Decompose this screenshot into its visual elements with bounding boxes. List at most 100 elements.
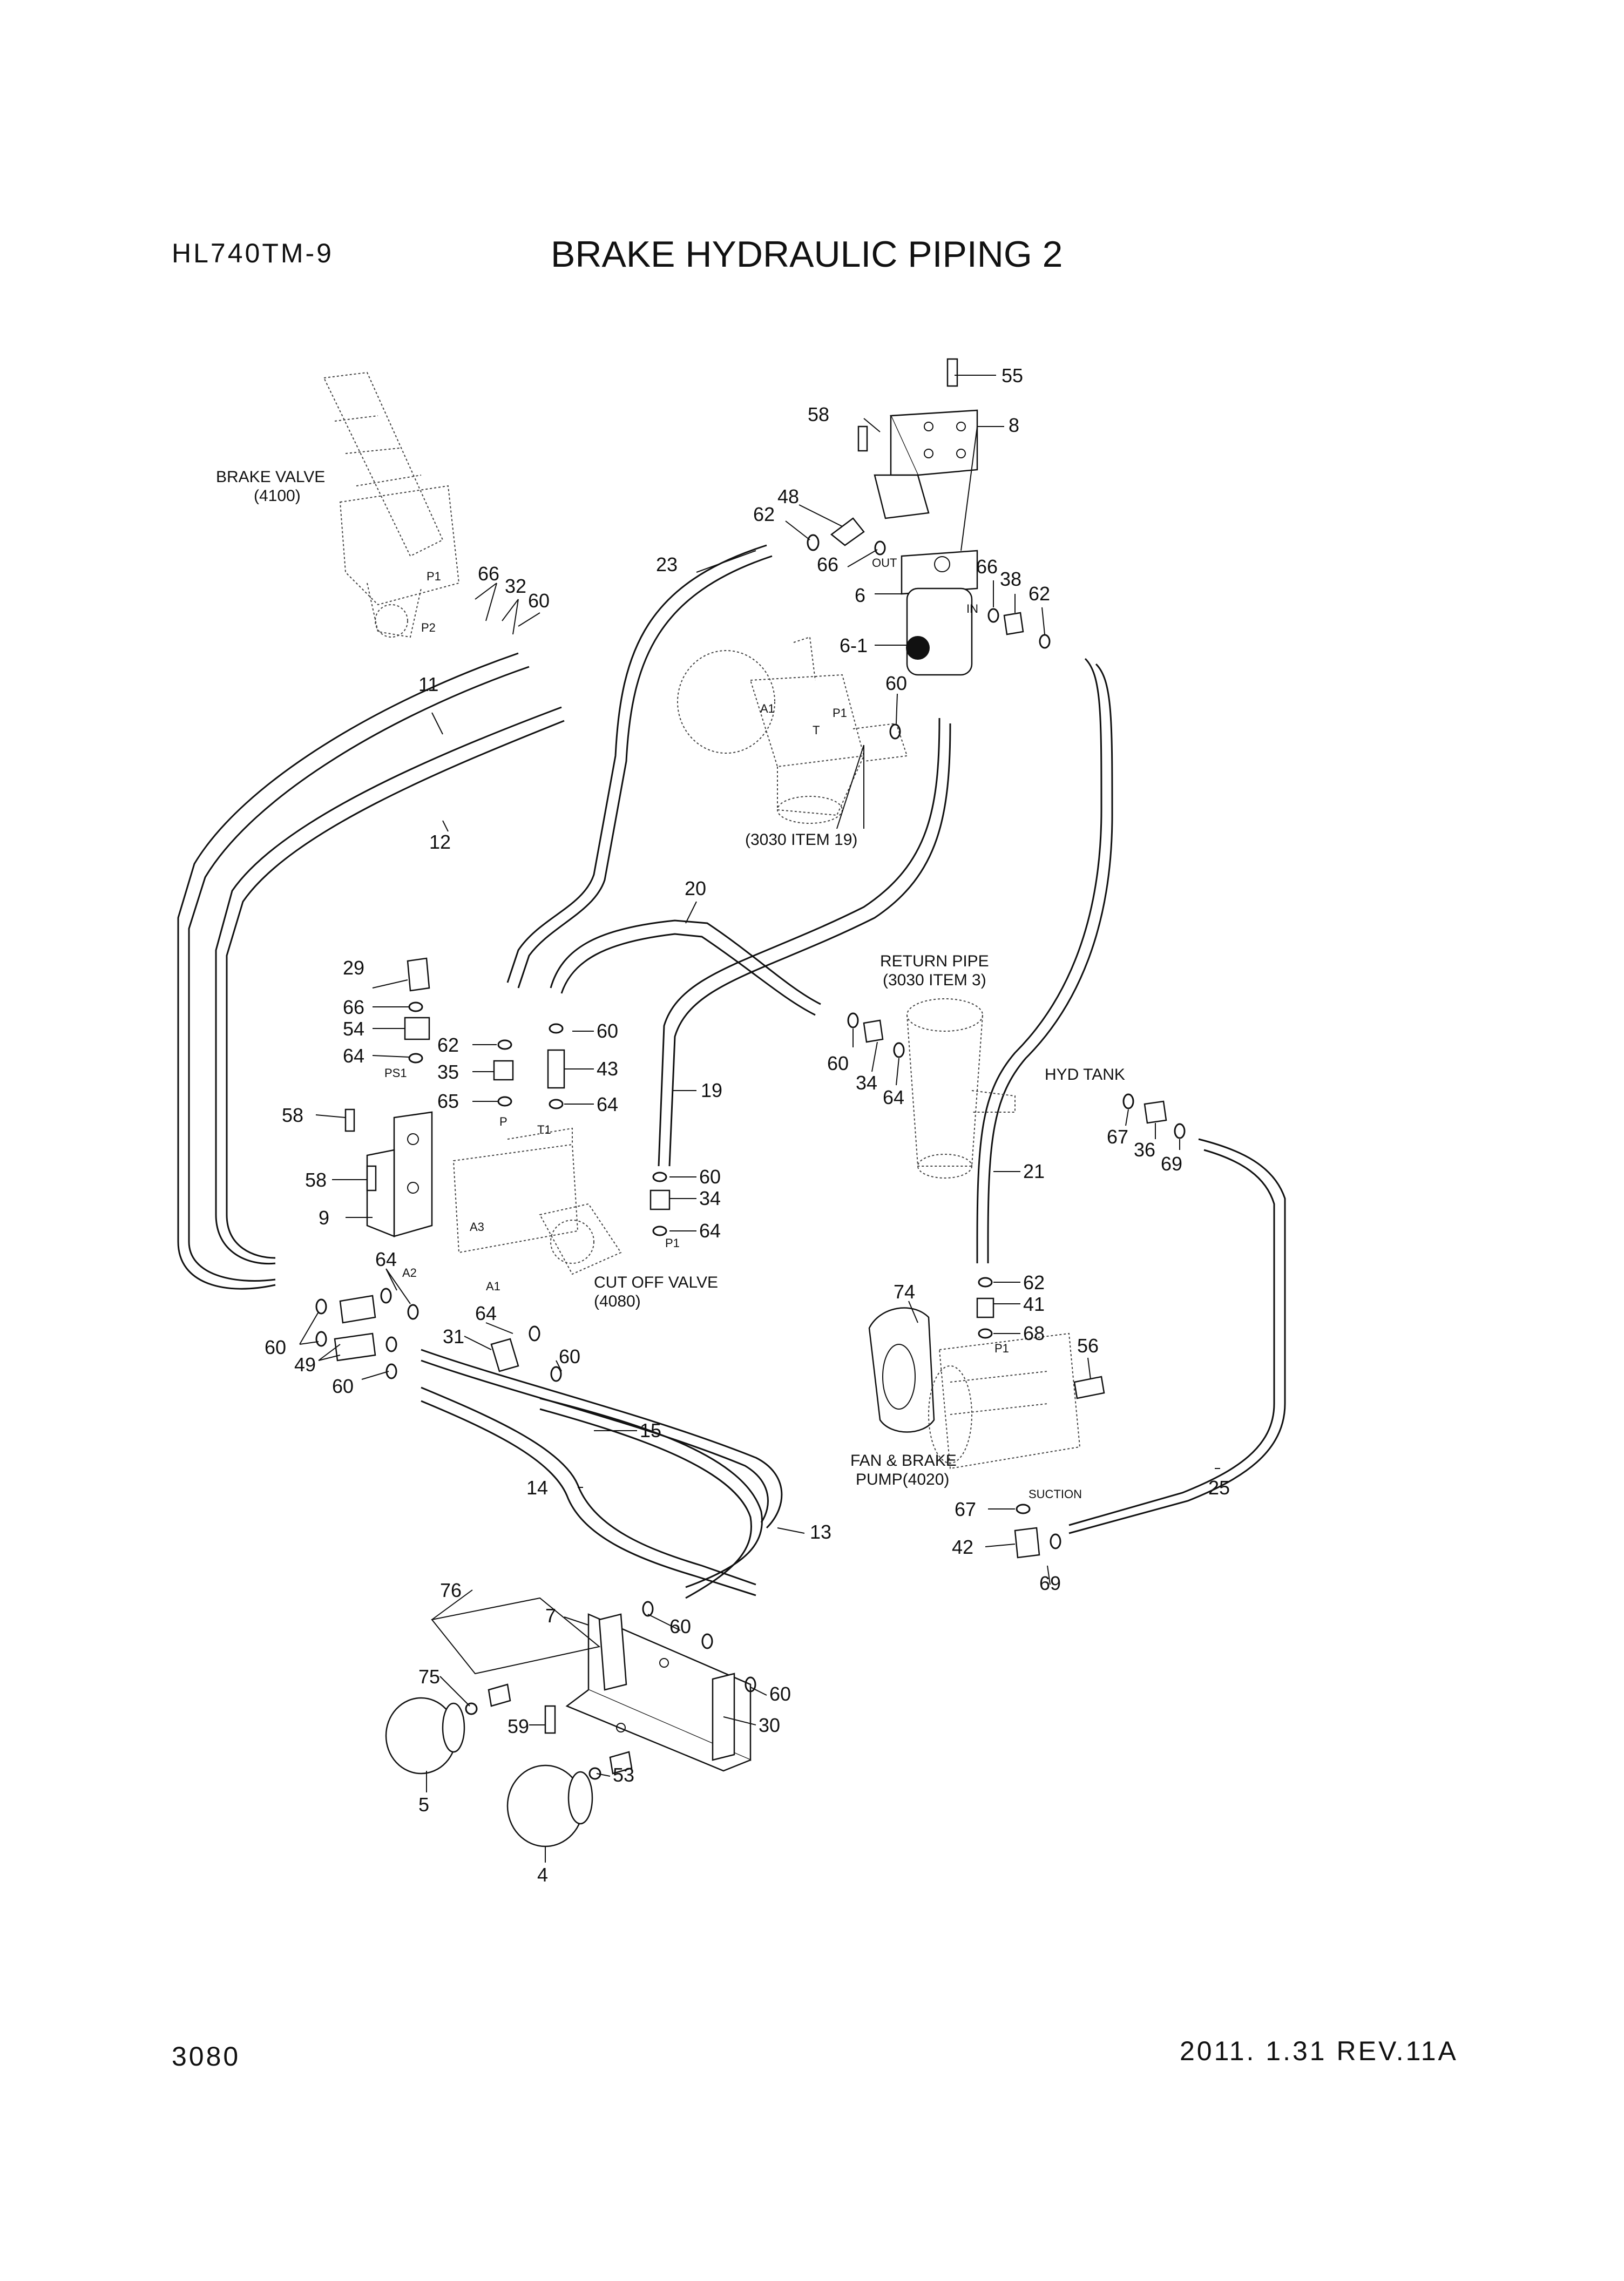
callout-66: 66 xyxy=(343,996,364,1018)
oring-60-mid xyxy=(549,1023,564,1034)
callout-56: 56 xyxy=(1077,1335,1099,1357)
port-a2: A2 xyxy=(402,1266,417,1280)
callout-62: 62 xyxy=(437,1034,459,1056)
callout-59: 59 xyxy=(508,1715,529,1737)
callout-numbers: 55 58 8 48 62 66 6 6-1 66 38 62 66 32 60… xyxy=(265,364,1230,1886)
callout-4: 4 xyxy=(537,1864,548,1886)
accumulator-5 xyxy=(385,1697,465,1775)
port-in: IN xyxy=(966,602,978,615)
oring-65 xyxy=(497,1096,512,1107)
washer-53 xyxy=(588,1767,601,1780)
connector-41 xyxy=(976,1297,994,1318)
port-p1-pump: P1 xyxy=(994,1342,1009,1355)
oring-60-item19 xyxy=(889,723,901,740)
hose-13 xyxy=(421,1349,783,1529)
callout-60: 60 xyxy=(827,1052,849,1074)
callout-69: 69 xyxy=(1039,1572,1061,1594)
callout-64: 64 xyxy=(475,1302,497,1324)
bolt-58-upper xyxy=(344,1108,355,1132)
oring-64-a2b xyxy=(407,1304,419,1320)
callout-58: 58 xyxy=(808,403,829,425)
brake-valve-label: BRAKE VALVE xyxy=(216,468,325,486)
connector-75 xyxy=(488,1683,511,1707)
return-pipe xyxy=(906,998,1016,1179)
oring-68 xyxy=(978,1328,993,1339)
accumulator-4 xyxy=(506,1764,593,1847)
port-p1-item19: P1 xyxy=(833,706,847,720)
oring-66-stack xyxy=(408,1001,423,1012)
oring-62-top xyxy=(807,534,820,551)
accumulator-bracket-7 xyxy=(565,1613,752,1772)
port-p1-cutoff: P1 xyxy=(665,1236,680,1250)
callout-64: 64 xyxy=(343,1045,364,1067)
hose-14 xyxy=(421,1386,756,1596)
callout-31: 31 xyxy=(443,1325,464,1348)
brake-valve-item19 xyxy=(677,636,908,824)
return-pipe-label: RETURN PIPE xyxy=(880,952,989,970)
callout-13: 13 xyxy=(810,1521,831,1543)
callout-55: 55 xyxy=(1002,364,1023,387)
callout-34: 34 xyxy=(856,1072,877,1094)
callout-38: 38 xyxy=(1000,568,1021,590)
return-pipe-ref: (3030 ITEM 3) xyxy=(883,971,986,989)
oring-60-right-b xyxy=(385,1363,397,1379)
pump-ref: PUMP(4020) xyxy=(856,1471,949,1488)
oring-69-tank xyxy=(1174,1123,1186,1139)
set-outline-76 xyxy=(431,1597,601,1675)
hose-12 xyxy=(215,706,565,1265)
callout-58: 58 xyxy=(305,1169,327,1191)
callout-19: 19 xyxy=(701,1079,722,1101)
revision-date: 2011. 1.31 REV.11A xyxy=(1180,2036,1458,2066)
leader-lines xyxy=(299,375,1220,1863)
hose-23 xyxy=(506,544,773,989)
callout-60: 60 xyxy=(559,1345,580,1368)
port-a1-item19: A1 xyxy=(760,702,775,715)
callout-60: 60 xyxy=(769,1683,791,1705)
callout-29: 29 xyxy=(343,957,364,979)
oring-66-in xyxy=(987,608,999,623)
callout-49: 49 xyxy=(294,1353,316,1376)
callout-62: 62 xyxy=(1023,1271,1045,1294)
callout-11: 11 xyxy=(418,673,438,695)
callout-67: 67 xyxy=(1107,1126,1128,1148)
check-valve-43 xyxy=(547,1049,565,1089)
oring-64-return xyxy=(893,1042,905,1058)
oring-66-out xyxy=(874,540,886,556)
fan-brake-pump xyxy=(868,1307,1081,1470)
oring-62-right xyxy=(1039,634,1051,649)
pressure-switch-29 xyxy=(407,957,430,992)
callout-60: 60 xyxy=(597,1020,618,1042)
tee-49-lower xyxy=(334,1332,376,1362)
oring-60-acc xyxy=(642,1601,654,1617)
callout-58: 58 xyxy=(282,1104,303,1126)
port-p-cutoff: P xyxy=(499,1115,508,1128)
callout-14: 14 xyxy=(526,1477,548,1499)
callout-60: 60 xyxy=(699,1166,721,1188)
callout-5: 5 xyxy=(418,1793,429,1816)
item19-ref-label: (3030 ITEM 19) xyxy=(745,831,857,849)
oring-64-a1 xyxy=(529,1325,540,1342)
callout-23: 23 xyxy=(656,553,678,576)
bolt-58-top xyxy=(857,425,868,452)
oring-60-right-a xyxy=(385,1336,397,1352)
hose-15 xyxy=(539,1397,763,1599)
callout-48: 48 xyxy=(777,485,799,507)
oring-60-acc-c xyxy=(745,1676,756,1693)
callout-60: 60 xyxy=(265,1336,286,1358)
port-p2-brake: P2 xyxy=(421,621,436,634)
connector-38 xyxy=(1003,612,1024,635)
bracket-9 xyxy=(366,1111,433,1237)
washer-75 xyxy=(465,1702,478,1715)
hose-19 xyxy=(658,718,951,1167)
callout-43: 43 xyxy=(597,1058,618,1080)
callout-68: 68 xyxy=(1023,1322,1045,1344)
connector-34-p1 xyxy=(649,1189,671,1210)
callout-74: 74 xyxy=(894,1281,915,1303)
port-t1: T1 xyxy=(537,1123,551,1136)
oring-64-t1 xyxy=(549,1099,564,1109)
oring-64-p1 xyxy=(652,1226,667,1236)
bolt-59 xyxy=(544,1705,556,1734)
port-a3: A3 xyxy=(470,1220,484,1234)
callout-76: 76 xyxy=(440,1579,462,1601)
